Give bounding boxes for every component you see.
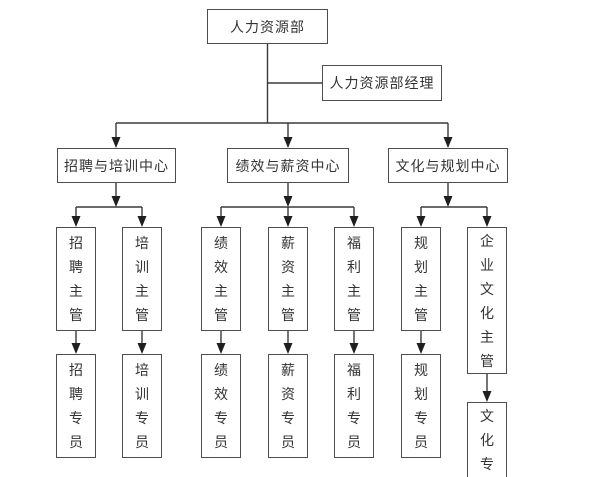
node-planning-supervisor: 规划主管: [401, 227, 441, 331]
node-salary-supervisor: 薪资主管: [268, 227, 308, 331]
node-planning-specialist: 规划专员: [401, 354, 441, 458]
node-recruit-training-center: 招聘与培训中心: [57, 148, 176, 183]
node-training-specialist: 培训专员: [122, 354, 162, 458]
node-training-supervisor: 培训主管: [122, 227, 162, 331]
node-corporate-culture-supervisor: 企业文化主管: [467, 227, 507, 374]
node-welfare-specialist: 福利专员: [334, 354, 374, 458]
node-culture-planning-center: 文化与规划中心: [388, 148, 508, 183]
node-recruit-supervisor: 招聘主管: [56, 227, 96, 331]
node-performance-specialist: 绩效专员: [201, 354, 241, 458]
node-performance-salary-center: 绩效与薪资中心: [227, 148, 349, 183]
node-salary-specialist: 薪资专员: [268, 354, 308, 458]
node-culture-specialist: 文化专员: [467, 402, 507, 477]
node-hr-department: 人力资源部: [207, 9, 328, 44]
node-welfare-supervisor: 福利主管: [334, 227, 374, 331]
node-performance-supervisor: 绩效主管: [201, 227, 241, 331]
connector-lines: [75, 44, 488, 391]
node-hr-manager: 人力资源部经理: [322, 65, 442, 101]
node-recruit-specialist: 招聘专员: [56, 354, 96, 458]
